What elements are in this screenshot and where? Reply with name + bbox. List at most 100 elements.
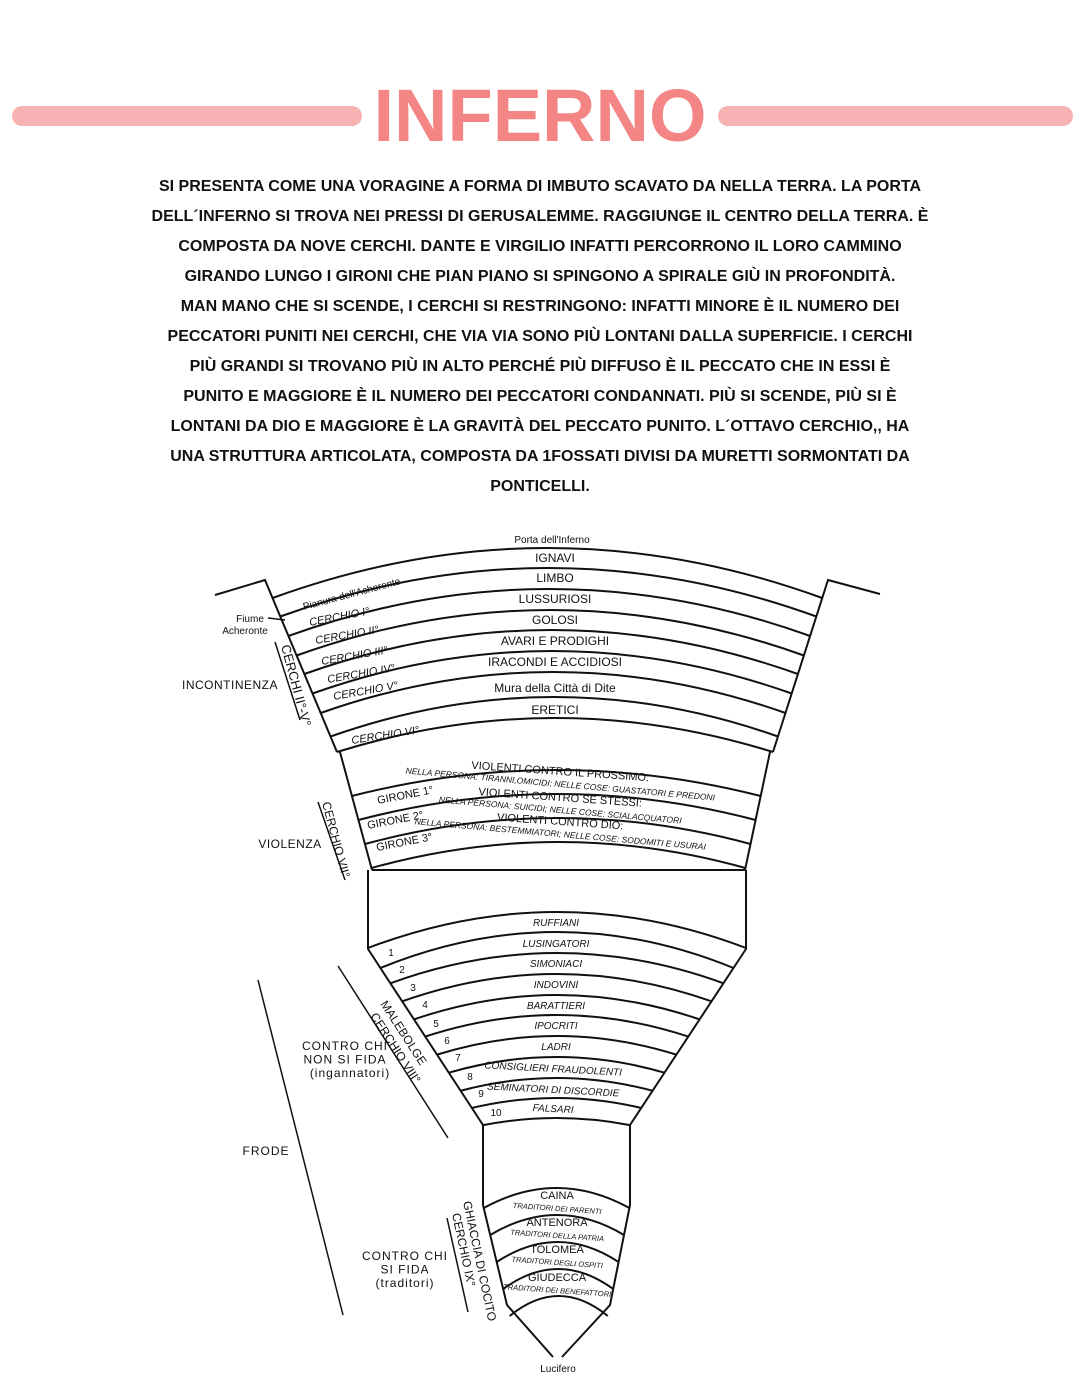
right-wall-vii [744, 751, 771, 871]
intro-paragraph: SI PRESENTA COME UNA VORAGINE A FORMA DI… [30, 172, 1050, 502]
bolgia-number: 10 [490, 1108, 502, 1119]
paragraph-line-text: PIÙ GRANDI SI TROVANO PIÙ IN ALTO PERCHÉ… [189, 358, 891, 375]
bolgia-number: 3 [410, 983, 416, 994]
fiume-label: Fiume [236, 614, 264, 625]
paragraph-line-text: GIRANDO LUNGO I GIRONI CHE PIAN PIANO SI… [184, 268, 896, 285]
paragraph-line: COMPOSTA DA NOVE CERCHI. DANTE E VIRGILI… [30, 232, 1050, 262]
bolgia-number: 2 [399, 965, 405, 976]
bolgia-boundary [390, 952, 724, 985]
circle-label: CERCHIO II° [314, 624, 380, 647]
right-wall-malebolge [629, 870, 747, 1126]
circle-boundary [312, 650, 793, 695]
malebolge-bracket-line [337, 965, 449, 1139]
paragraph-line: PUNITO E MAGGIORE È IL NUMERO DEI PECCAT… [30, 382, 1050, 412]
bolgia-boundary [367, 911, 747, 949]
circle-boundary [320, 671, 786, 714]
circle-boundary [288, 588, 811, 637]
bolgia-boundary [413, 994, 700, 1021]
bolgia-number: 7 [455, 1053, 461, 1064]
bolgia-label: LUSINGATORI [523, 939, 590, 950]
cocito-zone-name: CAINA [540, 1190, 574, 1202]
bolgia-boundary [424, 1014, 689, 1038]
paragraph-line: PONTICELLI. [30, 472, 1050, 502]
bolgia-boundary [401, 973, 712, 1003]
title-bar-right [718, 106, 1073, 126]
cocito-zone-name: TOLOMEA [530, 1244, 584, 1256]
paragraph-line-text: PONTICELLI. [490, 478, 590, 495]
paragraph-line-text: MAN MANO CHE SI SCENDE, I CERCHI SI REST… [180, 298, 900, 315]
paragraph-line-text: UNA STRUTTURA ARTICOLATA, COMPOSTA DA 1F… [170, 448, 910, 465]
band-label: GOLOSI [532, 613, 578, 627]
paragraph-line-text: COMPOSTA DA NOVE CERCHI. DANTE E VIRGILI… [178, 238, 902, 255]
paragraph-line: PIÙ GRANDI SI TROVANO PIÙ IN ALTO PERCHÉ… [30, 352, 1050, 382]
ingannatori-label: CONTRO CHI [302, 1039, 388, 1053]
circle-label: CERCHIO VI° [351, 724, 421, 747]
diagram-label: Porta dell'Inferno [514, 535, 590, 546]
bolgia-boundary [471, 1097, 642, 1109]
cocito-boundary [502, 1268, 614, 1290]
circle-boundary [296, 609, 805, 657]
cerchi-bracket-line [274, 641, 301, 721]
bolgia-number: 5 [433, 1019, 439, 1030]
paragraph-line-text: PUNITO E MAGGIORE È IL NUMERO DEI PECCAT… [183, 388, 897, 405]
ingannatori-label: NON SI FIDA [303, 1053, 386, 1067]
lucifero-label: Lucifero [540, 1364, 576, 1375]
bolgia-label: IPOCRITI [534, 1021, 578, 1032]
bolgia-number: 1 [388, 948, 394, 959]
paragraph-line: SI PRESENTA COME UNA VORAGINE A FORMA DI… [30, 172, 1050, 202]
cocito-boundary [496, 1241, 620, 1263]
fiume-arrow-line [267, 617, 286, 621]
cocito-zone-sub: TRADITORI DEI PARENTI [513, 1201, 602, 1216]
band-label: LUSSURIOSI [519, 592, 592, 606]
bolgia-label: CONSIGLIERI FRAUDOLENTI [484, 1060, 622, 1078]
cocito-boundary [483, 1187, 630, 1209]
paragraph-line: DELL´INFERNO SI TROVA NEI PRESSI DI GERU… [30, 202, 1050, 232]
paragraph-line-text: DELL´INFERNO SI TROVA NEI PRESSI DI GERU… [151, 208, 929, 225]
paragraph-line: GIRANDO LUNGO I GIRONI CHE PIAN PIANO SI… [30, 262, 1050, 292]
cocito-boundary [509, 1295, 609, 1317]
band-label: IRACONDI E ACCIDIOSI [488, 655, 622, 669]
band-label: AVARI E PRODIGHI [501, 634, 609, 648]
left-wall-malebolge [367, 870, 484, 1126]
paragraph-line-text: LONTANI DA DIO E MAGGIORE È LA GRAVITÀ D… [170, 418, 910, 435]
frode-bracket-line [257, 979, 344, 1316]
paragraph-line-text: SI PRESENTA COME UNA VORAGINE A FORMA DI… [158, 178, 922, 195]
cocito-boundary [489, 1214, 625, 1236]
page-title: INFERNO [373, 74, 707, 157]
ingannatori-label: (ingannatori) [310, 1066, 390, 1080]
cocito-zone-name: ANTENORA [526, 1217, 588, 1229]
bolgia-number: 4 [422, 1000, 428, 1011]
bolgia-label: FALSARI [532, 1103, 574, 1116]
paragraph-line: LONTANI DA DIO E MAGGIORE È LA GRAVITÀ D… [30, 412, 1050, 442]
girone-boundary [371, 841, 746, 869]
incontinenza-label: INCONTINENZA [182, 678, 278, 692]
bolgia-number: 8 [467, 1072, 473, 1083]
circle-boundary [330, 696, 779, 738]
title-bar-left [12, 106, 362, 126]
bolgia-label: BARATTIERI [527, 1001, 585, 1012]
bolgia-boundary [460, 1077, 653, 1092]
band-label: LIMBO [536, 571, 573, 585]
fiume-label: Acheronte [222, 626, 268, 637]
bolgia-label: SIMONIACI [530, 959, 582, 970]
circle-boundary [279, 567, 817, 618]
frode-label: FRODE [243, 1144, 290, 1158]
band-label: ERETICI [531, 703, 578, 717]
paragraph-line: MAN MANO CHE SI SCENDE, I CERCHI SI REST… [30, 292, 1050, 322]
left-wall-vii [339, 751, 373, 871]
cerchio-vii-bracket-line [317, 801, 346, 881]
bolgia-boundary [380, 931, 734, 969]
bolgia-boundary [448, 1056, 665, 1074]
paragraph-line: UNA STRUTTURA ARTICOLATA, COMPOSTA DA 1F… [30, 442, 1050, 472]
traditori-label: CONTRO CHI [362, 1249, 448, 1263]
circle-boundary [304, 629, 799, 675]
left-wall-upper [214, 578, 338, 753]
band-label: IGNAVI [535, 551, 575, 565]
paragraph-line: PECCATORI PUNITI NEI CERCHI, CHE VIA VIA… [30, 322, 1050, 352]
left-wall-cocito [482, 1125, 554, 1358]
traditori-label: SI FIDA [380, 1263, 429, 1277]
paragraph-line-text: PECCATORI PUNITI NEI CERCHI, CHE VIA VIA… [167, 328, 913, 345]
violenza-label: VIOLENZA [258, 837, 321, 851]
cocito-bracket-line [446, 1217, 469, 1313]
